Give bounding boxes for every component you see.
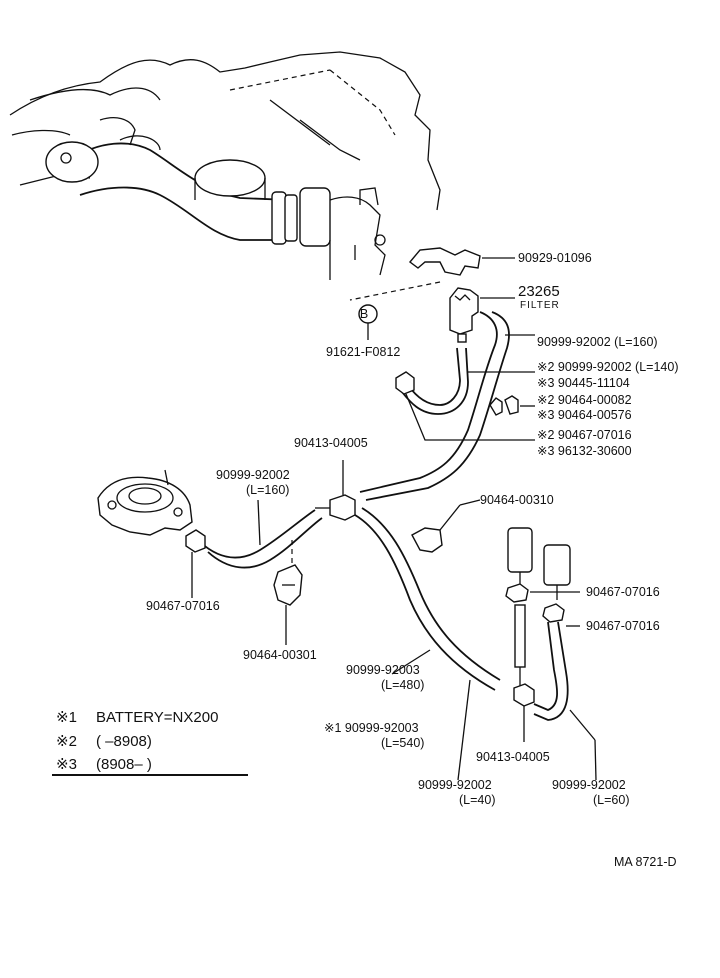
label-clamp-left: 90467-07016: [146, 599, 220, 613]
label-hose-long-pn: 90999-92003: [346, 663, 420, 677]
label-90464-00082: ※2 90464-00082: [537, 393, 632, 407]
label-hose-long-alt-len: (L=540): [381, 736, 424, 750]
label-filter: FILTER: [520, 300, 560, 311]
note-1-mark: ※1: [56, 709, 77, 726]
clamp-upper: [395, 371, 535, 441]
clip-90464-00310: [411, 499, 481, 553]
canister-left: [97, 469, 193, 536]
label-90464-00301: 90464-00301: [243, 648, 317, 662]
tee-90413-04005: [315, 460, 356, 521]
note-2-mark: ※2: [56, 733, 77, 750]
note-1-text: BATTERY=NX200: [96, 709, 218, 726]
note-2-text: ( –8908): [96, 733, 152, 750]
canister-right-1: [507, 527, 533, 590]
label-hose-l140: ※2 90999-92002 (L=140): [537, 360, 679, 374]
clip-90464-00301: [273, 564, 303, 645]
label-96132-30600: ※3 96132-30600: [537, 444, 632, 458]
label-91621-F0812: 91621-F0812: [326, 345, 400, 359]
engine-block-outline: [9, 51, 441, 280]
label-hose-l160-upper: 90999-92002 (L=160): [537, 335, 658, 349]
label-90464-00576: ※3 90464-00576: [537, 408, 632, 422]
note-3-text: (8908– ): [96, 756, 152, 773]
label-90467-07016-upper: ※2 90467-07016: [537, 428, 632, 442]
label-hose-long-alt: ※1 90999-92003: [324, 721, 419, 735]
clamp-right-2: [542, 603, 580, 627]
label-hose-l40-pn: 90999-92002: [418, 778, 492, 792]
drawing-number: MA 8721-D: [614, 855, 677, 869]
label-clamp-right-2: 90467-07016: [586, 619, 660, 633]
label-90929-01096: 90929-01096: [518, 251, 592, 265]
tee-lower: [457, 679, 535, 781]
clip-90464-00082: [489, 395, 535, 416]
bolt-91621-F0812: [358, 304, 378, 340]
hose-filter-to-tee: [359, 311, 535, 501]
label-hose-l60-pn: 90999-92002: [552, 778, 626, 792]
label-hose-l40-len: (L=40): [459, 793, 495, 807]
hose-l40: [514, 604, 526, 690]
bracket-90929-01096: [349, 247, 515, 301]
note-3-mark: ※3: [56, 756, 77, 773]
hose-l140: [401, 347, 535, 415]
label-bolt-marker: B: [360, 307, 368, 321]
hose-long-l480: [354, 507, 501, 691]
label-tee-90413-04005: 90413-04005: [294, 436, 368, 450]
label-hose-long-len: (L=480): [381, 678, 424, 692]
label-hose-l60-len: (L=60): [593, 793, 629, 807]
filter-23265: [449, 287, 515, 343]
clamp-left: [185, 529, 206, 598]
clamp-right-1: [505, 583, 580, 603]
label-hose-left-len: (L=160): [246, 483, 289, 497]
label-90464-00310: 90464-00310: [480, 493, 554, 507]
hose-left-l160: [199, 499, 323, 569]
label-90445-11104: ※3 90445-11104: [537, 376, 630, 390]
label-tee-lower: 90413-04005: [476, 750, 550, 764]
hose-l60: [533, 621, 597, 781]
label-hose-left-pn: 90999-92002: [216, 468, 290, 482]
label-clamp-right-1: 90467-07016: [586, 585, 660, 599]
label-23265: 23265: [518, 283, 560, 300]
